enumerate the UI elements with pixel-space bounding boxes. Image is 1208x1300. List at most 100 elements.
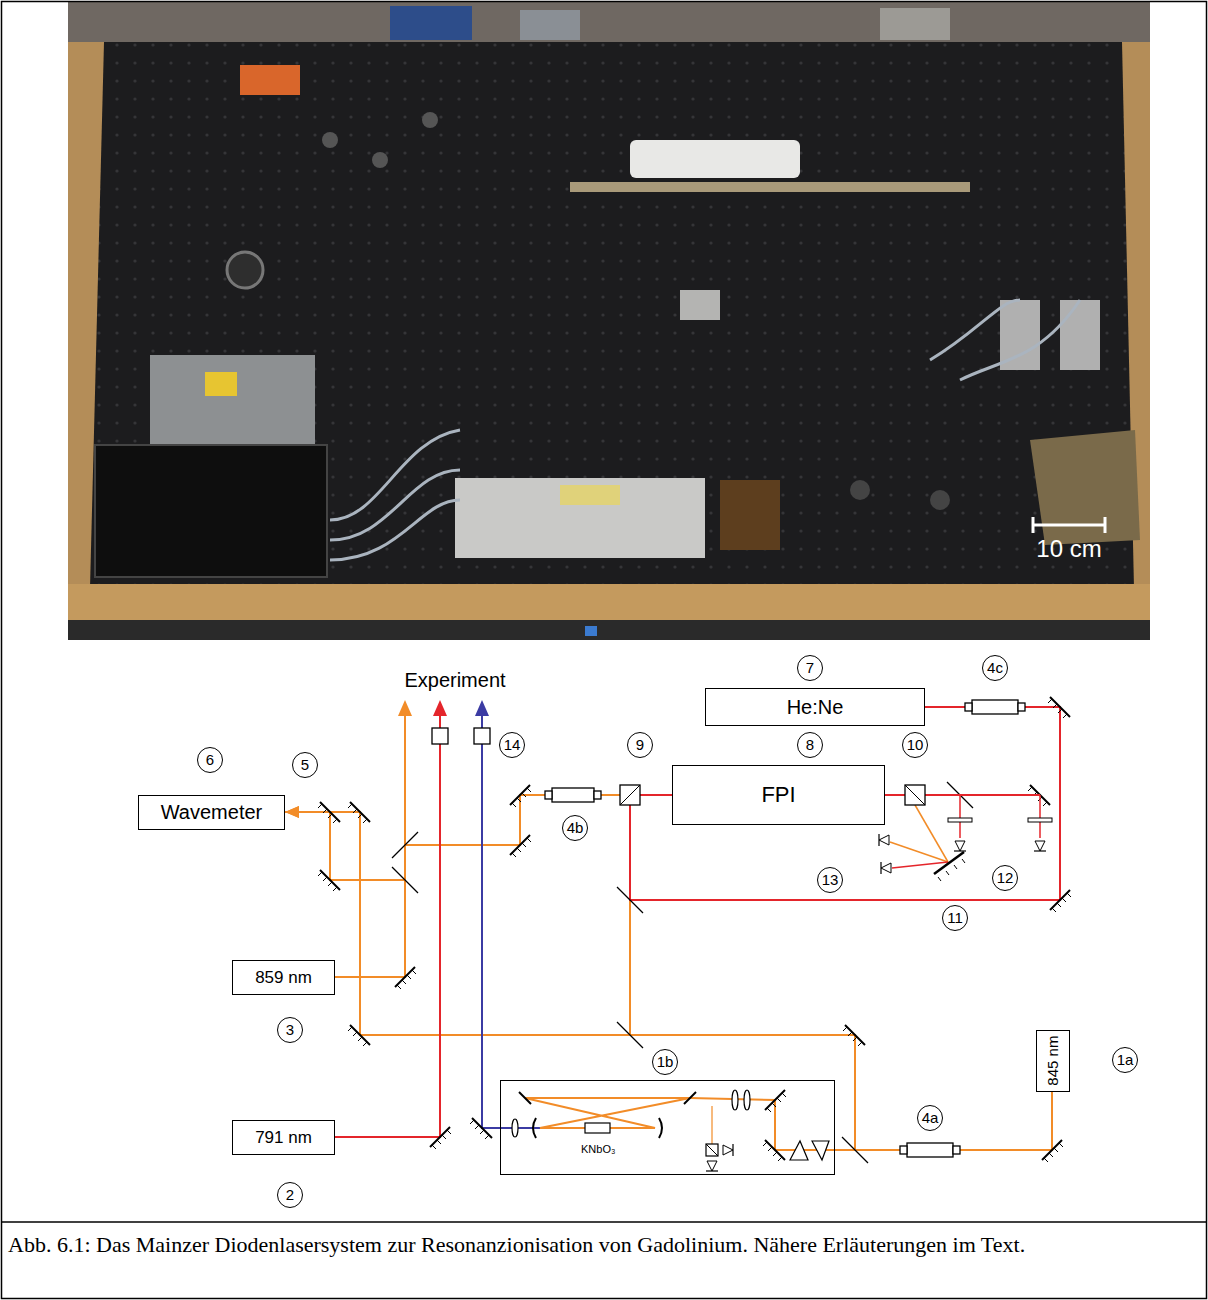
photo-equipment bbox=[930, 300, 1020, 360]
fpi-detection bbox=[934, 852, 964, 874]
callout-number: 4a bbox=[917, 1105, 943, 1131]
laser-beam bbox=[835, 1092, 1052, 1150]
beam-splitters bbox=[392, 832, 418, 858]
mirrors bbox=[430, 1127, 451, 1149]
photo-equipment bbox=[1030, 430, 1140, 545]
mirrors bbox=[318, 697, 1071, 1162]
fpi-detection bbox=[954, 841, 966, 851]
shg-cavity bbox=[744, 1090, 750, 1110]
cubes bbox=[905, 785, 925, 805]
callout-number: 2 bbox=[277, 1182, 303, 1208]
photo-background bbox=[68, 584, 1150, 622]
experiment-beams bbox=[404, 714, 406, 880]
fpi-detection bbox=[938, 859, 965, 881]
fpi-detection bbox=[1028, 818, 1052, 822]
laser-beam bbox=[285, 812, 405, 977]
isolators bbox=[907, 1143, 953, 1157]
shg-cavity bbox=[790, 1141, 808, 1160]
fpi-detection bbox=[879, 834, 889, 846]
fpi-detection bbox=[890, 842, 948, 862]
callout-number: 4b bbox=[562, 815, 588, 841]
node-label: FPI bbox=[761, 782, 795, 807]
photo-equipment bbox=[850, 480, 870, 500]
photo-equipment bbox=[930, 490, 950, 510]
scale-label: 10 cm bbox=[1036, 535, 1101, 563]
fpi-detection bbox=[881, 862, 891, 874]
fpi-detection bbox=[1034, 841, 1046, 851]
laser-beam bbox=[630, 707, 1060, 900]
callout-number: 13 bbox=[817, 867, 843, 893]
interferometer-box: FPI bbox=[672, 765, 885, 825]
isolators bbox=[953, 1146, 960, 1154]
laser-box: 859 nm bbox=[232, 960, 335, 995]
mirrors bbox=[470, 1118, 492, 1139]
photo-background bbox=[68, 2, 1150, 42]
callout-number: 6 bbox=[197, 747, 223, 773]
photo-equipment bbox=[372, 152, 388, 168]
photo-equipment bbox=[1000, 300, 1040, 370]
mirrors bbox=[1042, 1140, 1063, 1162]
photo-equipment bbox=[630, 140, 800, 178]
photo-background bbox=[390, 6, 472, 40]
shg-cavity bbox=[711, 1106, 712, 1144]
callout-number: 11 bbox=[942, 905, 968, 931]
arrow-head bbox=[285, 806, 299, 818]
beam-splitters bbox=[617, 1022, 643, 1048]
experiment-beams bbox=[432, 728, 448, 744]
callout-number: 9 bbox=[627, 732, 653, 758]
shg-cavity bbox=[765, 1090, 786, 1112]
fpi-detection bbox=[915, 805, 948, 862]
node-label: 859 nm bbox=[255, 968, 312, 988]
experiment-beams bbox=[335, 714, 440, 1137]
photo-equipment bbox=[227, 252, 263, 288]
shg-cavity bbox=[812, 1141, 829, 1160]
node-label: 845 nm bbox=[1044, 1036, 1061, 1086]
photo-background bbox=[72, 42, 1140, 588]
shg-cavity bbox=[533, 1118, 536, 1138]
callout-number: 4c bbox=[982, 655, 1008, 681]
laser-box: 845 nm bbox=[1036, 1030, 1070, 1092]
figure-caption: Abb. 6.1: Das Mainzer Diodenlasersystem … bbox=[8, 1230, 1200, 1259]
node-label: He:Ne bbox=[787, 696, 844, 719]
photo-equipment bbox=[455, 478, 705, 558]
shg-cavity bbox=[684, 1092, 696, 1104]
photo-equipment bbox=[240, 65, 300, 95]
mirrors bbox=[395, 967, 416, 989]
cubes bbox=[620, 785, 640, 805]
photo-equipment bbox=[422, 112, 438, 128]
beam-splitters bbox=[617, 887, 643, 913]
isolators bbox=[552, 788, 594, 802]
photo-equipment bbox=[570, 182, 970, 192]
photo-background bbox=[68, 2, 1150, 640]
laser-beam bbox=[335, 795, 672, 977]
shg-cavity bbox=[732, 1090, 738, 1110]
isolators bbox=[900, 1146, 907, 1154]
shg-cavity bbox=[723, 1144, 733, 1156]
photo-background bbox=[68, 620, 1150, 640]
callout-number: 12 bbox=[992, 865, 1018, 891]
shg-cavity bbox=[706, 1144, 718, 1156]
shg-cavity bbox=[706, 1161, 718, 1171]
laser-beam bbox=[630, 795, 1052, 1150]
scale-bar bbox=[1104, 517, 1107, 533]
experiment-beams bbox=[474, 728, 490, 744]
shg-cavity bbox=[659, 1118, 662, 1138]
experiment-beams bbox=[335, 700, 540, 1137]
photo-background bbox=[585, 626, 597, 636]
photo-equipment bbox=[322, 132, 338, 148]
photo-equipment bbox=[205, 372, 237, 396]
photo-background bbox=[72, 42, 1140, 588]
shg-cavity bbox=[706, 1144, 718, 1156]
isolators bbox=[972, 700, 1018, 714]
scale-bar bbox=[1033, 524, 1105, 527]
callout-number: 14 bbox=[499, 732, 525, 758]
callout-number: 7 bbox=[797, 655, 823, 681]
callout-number: 10 bbox=[902, 732, 928, 758]
fpi-detection bbox=[879, 795, 1052, 881]
experiment-beams bbox=[398, 700, 412, 716]
scale-bar bbox=[1033, 517, 1105, 533]
